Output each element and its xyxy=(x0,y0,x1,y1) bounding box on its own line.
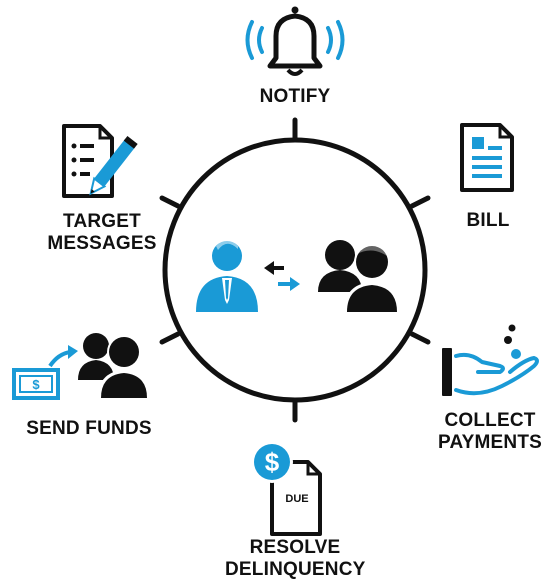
bell-icon xyxy=(245,6,345,76)
agent-icon xyxy=(196,240,258,312)
bill-label: BILL xyxy=(466,210,510,231)
notify-label: NOTIFY xyxy=(259,86,331,107)
center-circle xyxy=(159,117,431,423)
resolve-delinquency-label: RESOLVE DELINQUENCY xyxy=(225,537,366,580)
due-label: DUE xyxy=(285,493,308,505)
customers-icon xyxy=(318,240,400,312)
target-messages-label: TARGET MESSAGES xyxy=(47,211,157,254)
svg-text:$: $ xyxy=(265,447,280,477)
send-funds-icon: $ xyxy=(12,333,150,400)
dollar-coin-icon: $ xyxy=(251,441,293,483)
checklist-pen-icon xyxy=(62,124,138,198)
svg-text:$: $ xyxy=(32,377,40,392)
hand-receiving-coins-icon xyxy=(442,324,539,396)
send-funds-label: SEND FUNDS xyxy=(26,418,152,439)
exchange-arrows-icon xyxy=(264,261,300,291)
collect-payments-label: COLLECT PAYMENTS xyxy=(437,410,542,453)
due-document-icon: DUE xyxy=(270,460,322,536)
bill-document-icon xyxy=(460,123,514,192)
